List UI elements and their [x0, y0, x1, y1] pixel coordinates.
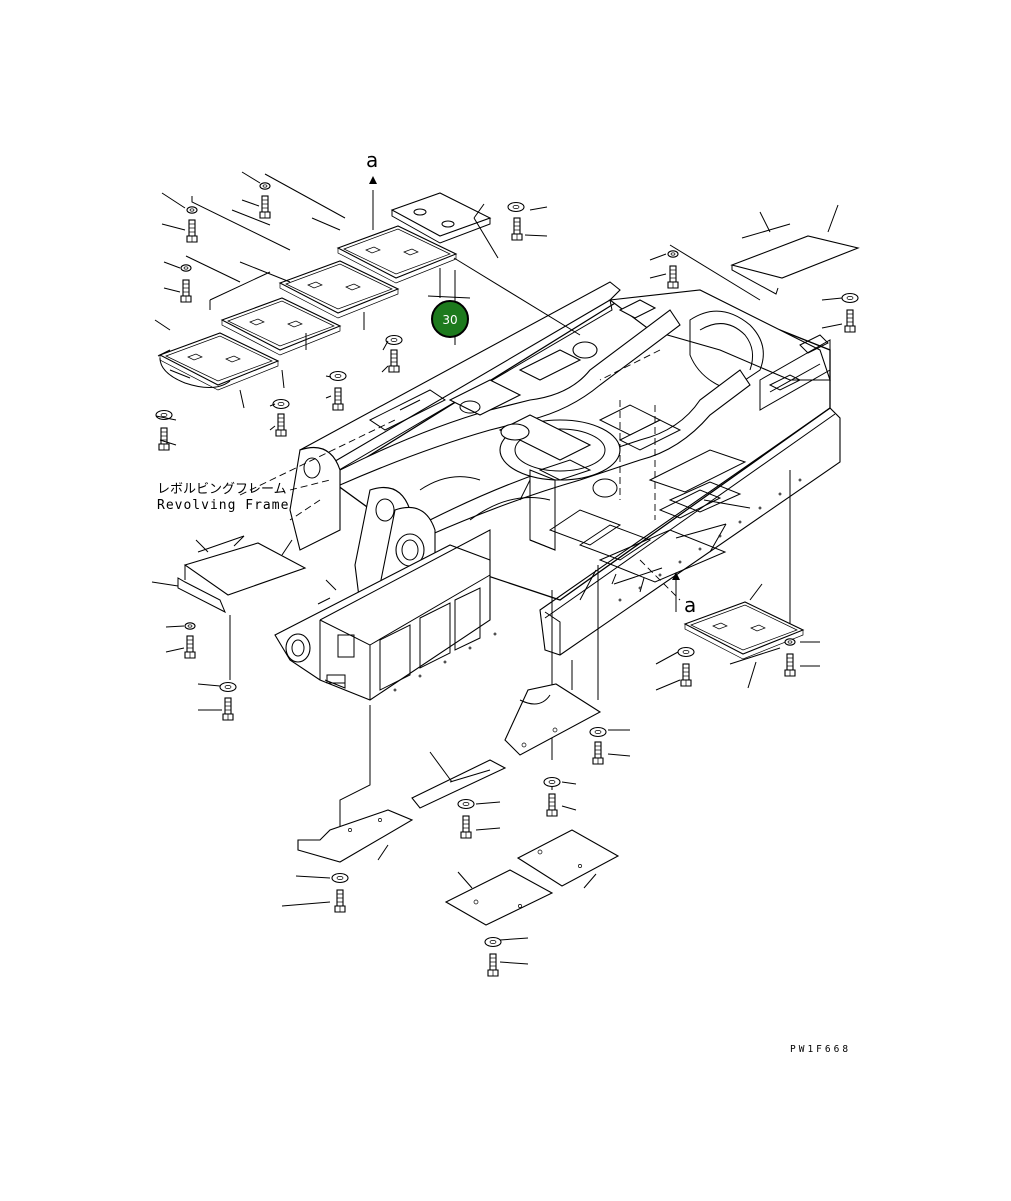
callout-number: 30 [442, 313, 457, 327]
view-marker-bottom: a [672, 572, 696, 617]
bottom-plates [297, 683, 620, 926]
revolving-frame [274, 281, 841, 701]
drawing-code: PW1F668 [790, 1044, 851, 1055]
left-middle-plate [177, 542, 307, 614]
leader-lines [151, 171, 843, 965]
top-cover-panels [159, 192, 492, 391]
frame-label-jp: レボルビングフレーム [157, 482, 287, 497]
right-lower-cover [598, 481, 804, 660]
svg-text:a: a [366, 148, 378, 172]
top-right-plate [730, 235, 860, 295]
view-marker-top: a [366, 148, 378, 230]
callout-badge[interactable]: 30 [431, 300, 469, 338]
svg-text:a: a [684, 593, 696, 617]
frame-label-en: Revolving Frame [157, 498, 289, 513]
